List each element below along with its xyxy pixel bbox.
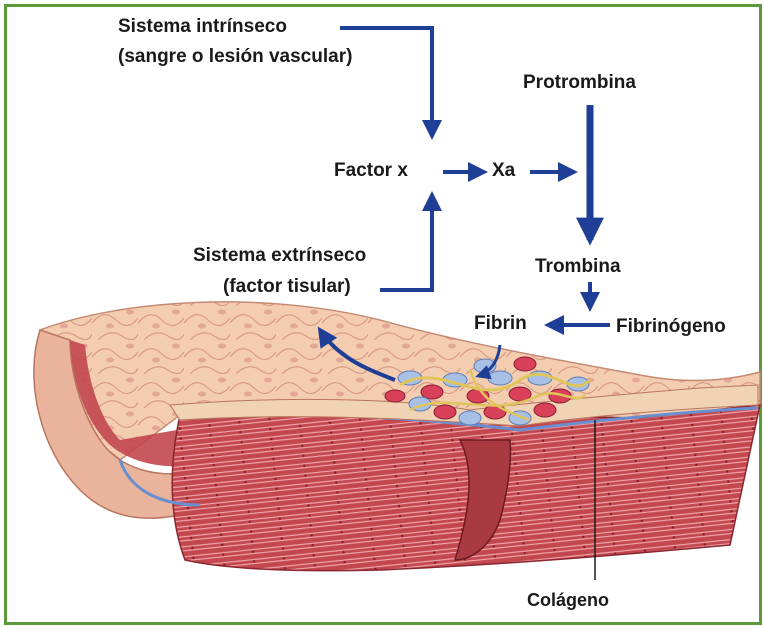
arrow-intrinsic-to-factor-x <box>340 28 432 136</box>
label-protrombina: Protrombina <box>523 72 636 94</box>
label-extrinsic: Sistema extrínseco <box>193 245 366 267</box>
label-colageno: Colágeno <box>527 590 609 611</box>
label-fibrinogeno: Fibrinógeno <box>616 316 726 338</box>
arrow-extrinsic-to-factor-x <box>380 195 432 290</box>
label-intrinsic: Sistema intrínseco <box>118 16 287 38</box>
label-xa: Xa <box>492 160 515 182</box>
label-trombina: Trombina <box>535 256 621 278</box>
label-factor-x: Factor x <box>334 160 408 182</box>
label-intrinsic-detail: (sangre o lesión vascular) <box>118 46 352 68</box>
label-fibrin: Fibrin <box>474 313 527 335</box>
label-extrinsic-detail: (factor tisular) <box>223 276 351 298</box>
